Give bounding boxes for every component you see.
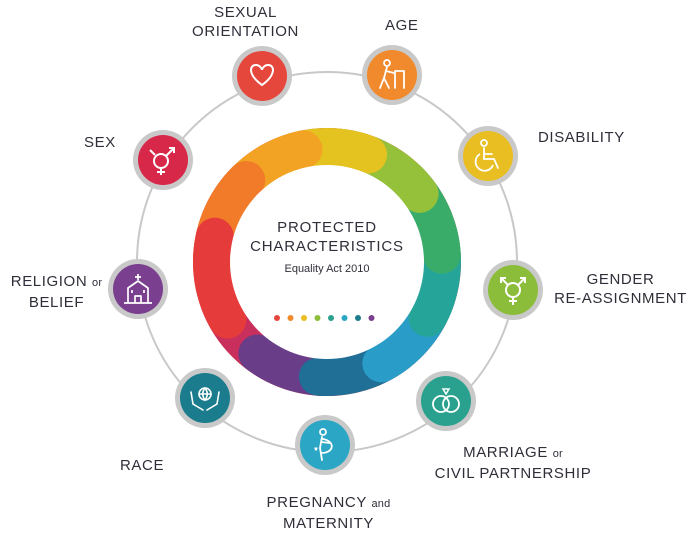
- center-dot: [274, 315, 280, 321]
- pregnant-woman-icon: [314, 428, 333, 461]
- characteristic-nodes: [108, 45, 543, 475]
- label-religion-conj: or: [92, 277, 103, 289]
- node-age: [362, 45, 422, 105]
- label-marriage-conj: or: [552, 448, 563, 460]
- center-dot: [328, 315, 334, 321]
- center-subtitle: Equality Act 2010: [284, 263, 370, 275]
- label-sex: SEX: [84, 133, 116, 152]
- node-sexual-orientation: [232, 46, 292, 106]
- label-religion-line2: BELIEF: [28, 294, 85, 311]
- label-sexual-orientation: SEXUAL ORIENTATION: [183, 3, 308, 41]
- label-pregnancy: PREGNANCY and MATERNITY: [256, 493, 401, 533]
- center-title-line1: PROTECTED: [277, 219, 377, 236]
- center-dots: [274, 315, 375, 321]
- label-disability-line1: DISABILITY: [538, 129, 625, 146]
- node-fill: [367, 50, 417, 100]
- walking-frame-icon: [379, 59, 405, 89]
- label-sex-line1: SEX: [84, 134, 116, 151]
- center-title-line2: CHARACTERISTICS: [250, 238, 404, 255]
- node-fill: [113, 264, 163, 314]
- label-age-line1: AGE: [385, 17, 419, 34]
- label-sexual-orientation-line1: SEXUAL: [214, 4, 277, 21]
- node-gender-reassignment: [483, 260, 543, 320]
- label-marriage: MARRIAGE or CIVIL PARTNERSHIP: [428, 443, 598, 483]
- label-disability: DISABILITY: [538, 128, 625, 147]
- heart-icon: [250, 63, 274, 87]
- node-marriage: [416, 371, 476, 431]
- center-dot: [341, 315, 348, 321]
- center-dot: [287, 315, 294, 321]
- center-disk: [230, 165, 424, 359]
- node-fill: [488, 265, 538, 315]
- center-dot: [368, 315, 375, 321]
- label-religion: RELIGION or BELIEF: [4, 272, 109, 312]
- label-gender-line1: GENDER: [586, 271, 655, 288]
- center-dot: [314, 315, 321, 321]
- node-disability: [458, 126, 518, 186]
- label-race-line1: RACE: [120, 457, 165, 474]
- wheelchair-icon: [474, 139, 499, 172]
- label-age: AGE: [385, 16, 418, 35]
- node-race: [175, 368, 235, 428]
- label-gender-reassignment: GENDER RE-ASSIGNMENT: [553, 270, 688, 308]
- label-marriage-line1: MARRIAGE: [463, 444, 548, 461]
- center-dot: [301, 315, 307, 321]
- transgender-symbol-icon: [500, 277, 526, 305]
- label-sexual-orientation-line2: ORIENTATION: [192, 23, 299, 40]
- node-fill: [421, 376, 471, 426]
- rings-icon: [432, 388, 460, 413]
- node-fill: [180, 373, 230, 423]
- church-icon: [124, 274, 152, 304]
- label-race: RACE: [120, 456, 164, 475]
- node-fill: [138, 135, 188, 185]
- center-title: PROTECTED CHARACTERISTICS: [232, 218, 422, 256]
- center-dot: [355, 315, 361, 321]
- node-pregnancy: [295, 415, 355, 475]
- label-pregnancy-line2: MATERNITY: [283, 515, 374, 532]
- ring-segment: [193, 217, 247, 339]
- node-fill: [463, 131, 513, 181]
- label-pregnancy-line1: PREGNANCY: [266, 494, 367, 511]
- node-religion: [108, 259, 168, 319]
- label-religion-line1: RELIGION: [10, 273, 88, 290]
- globe-hands-icon: [190, 387, 220, 411]
- gender-symbols-icon: [149, 147, 175, 175]
- label-pregnancy-conj: and: [371, 498, 391, 510]
- label-gender-line2: RE-ASSIGNMENT: [554, 290, 687, 307]
- node-fill: [237, 51, 287, 101]
- rainbow-ring: [193, 128, 461, 396]
- node-fill: [300, 420, 350, 470]
- label-marriage-line2: CIVIL PARTNERSHIP: [434, 465, 592, 482]
- node-sex: [133, 130, 193, 190]
